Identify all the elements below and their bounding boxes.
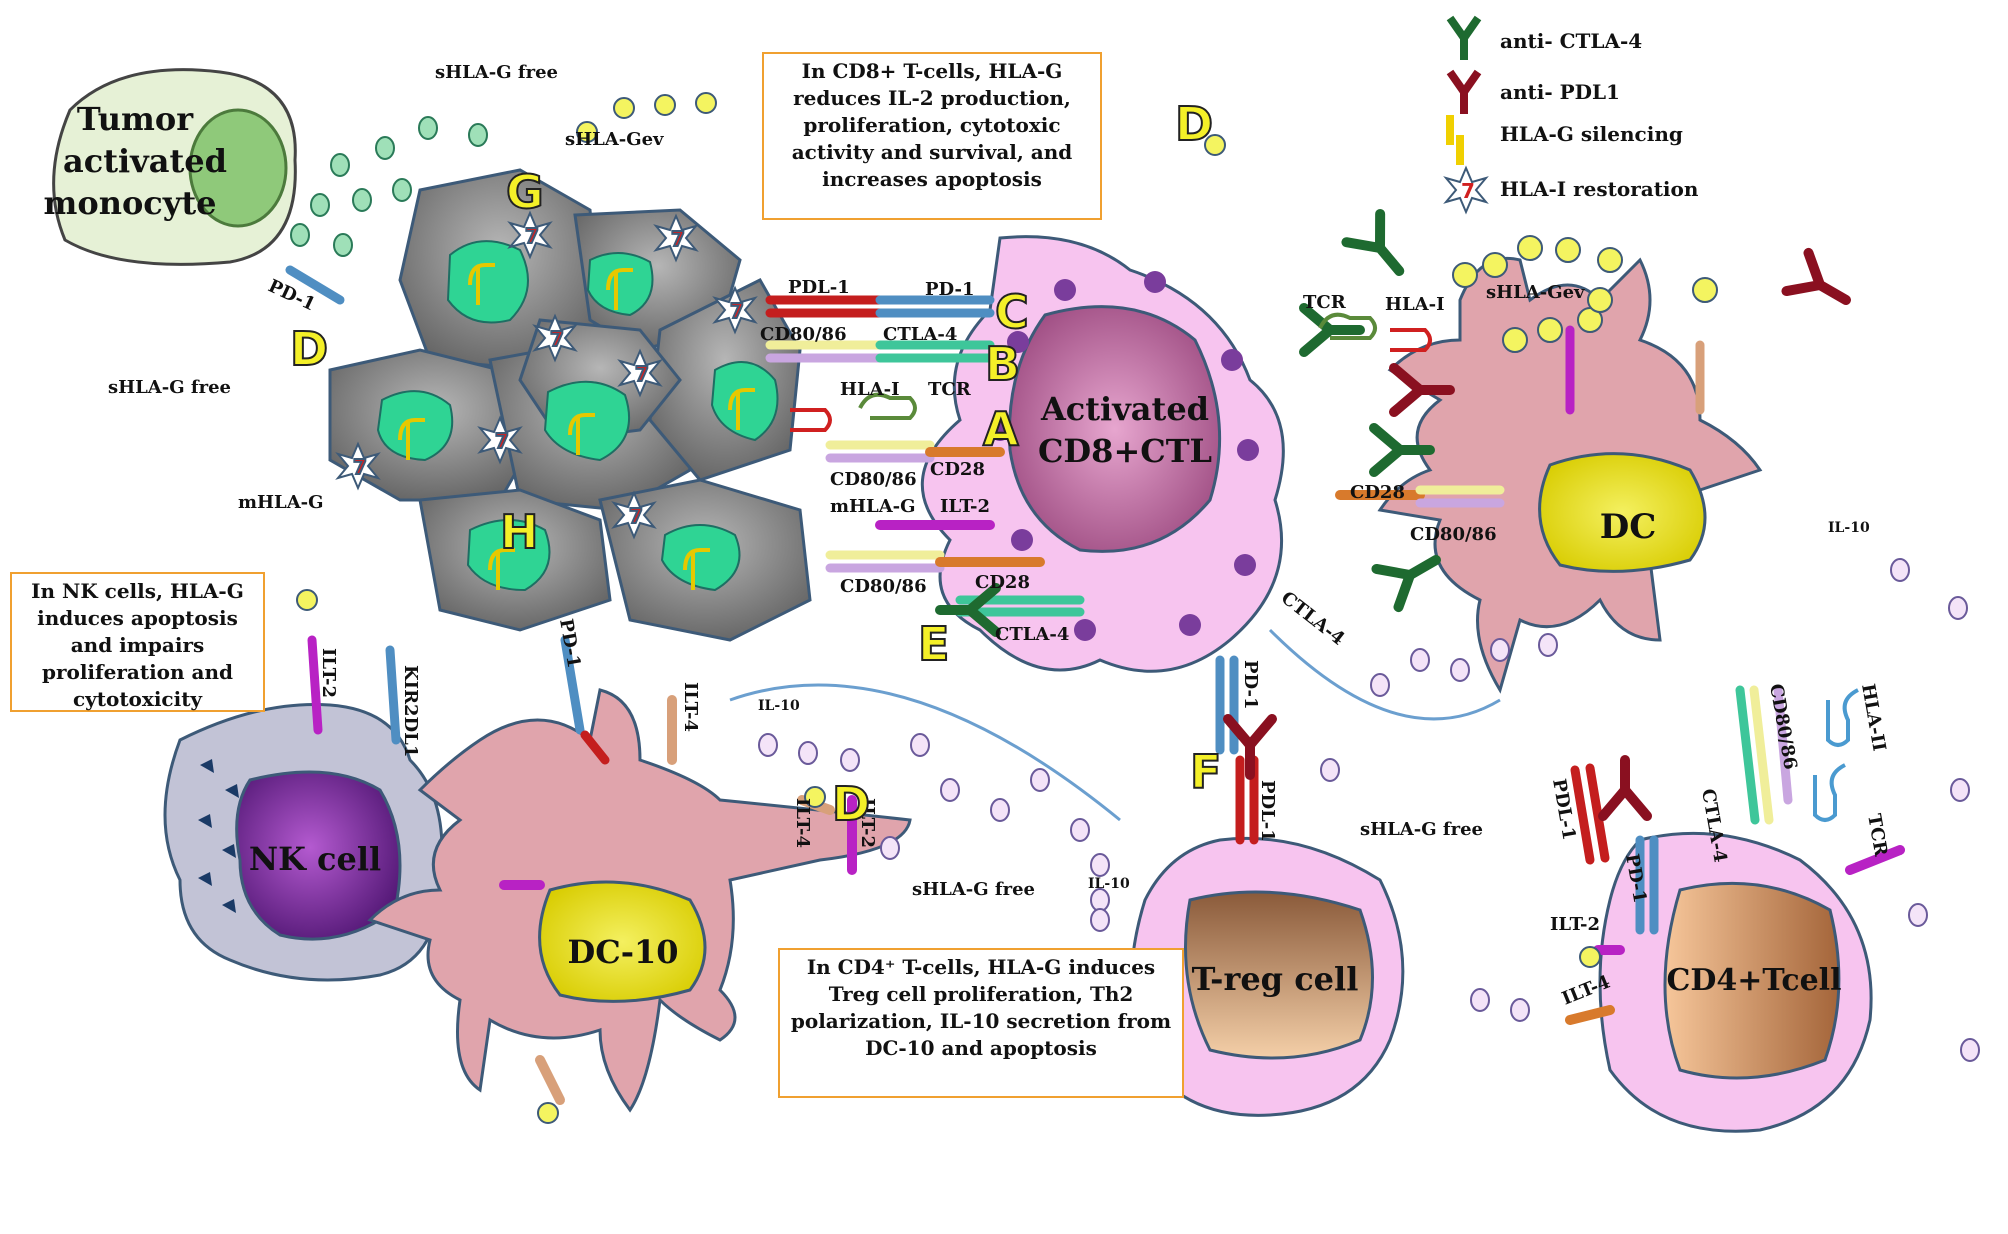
curved-arrows bbox=[729, 628, 1501, 822]
svg-text:7: 7 bbox=[635, 362, 649, 386]
letter-h: H bbox=[500, 505, 539, 559]
svg-text:7: 7 bbox=[629, 504, 643, 528]
svg-text:PD-1: PD-1 bbox=[925, 279, 974, 300]
svg-text:7: 7 bbox=[1461, 179, 1475, 203]
svg-text:ILT-4: ILT-4 bbox=[792, 798, 813, 848]
cd8-label-line2: CD8+CTL bbox=[1038, 432, 1212, 470]
legend: anti- CTLA-4 anti- PDL1 HLA-G silencing … bbox=[1443, 15, 1699, 215]
tcr-hla1-symbols bbox=[790, 312, 1859, 822]
svg-text:PDL-1: PDL-1 bbox=[788, 277, 850, 298]
monocyte-label-line1: Tumor bbox=[77, 100, 194, 138]
svg-text:TCR: TCR bbox=[1863, 812, 1891, 859]
treg-cell: T-reg cell bbox=[1129, 836, 1405, 1117]
svg-text:CD80/86: CD80/86 bbox=[830, 469, 917, 490]
svg-text:mHLA-G: mHLA-G bbox=[238, 492, 324, 513]
svg-text:7: 7 bbox=[550, 327, 564, 351]
tumor-activated-monocyte: Tumor activated monocyte bbox=[43, 68, 297, 266]
svg-text:ILT-2: ILT-2 bbox=[318, 648, 339, 698]
svg-text:CTLA-4: CTLA-4 bbox=[995, 624, 1069, 645]
svg-text:KIR2DL1: KIR2DL1 bbox=[400, 665, 421, 757]
cd8-label-line1: Activated bbox=[1040, 390, 1209, 428]
svg-text:7: 7 bbox=[730, 299, 744, 323]
letter-d-left: D bbox=[290, 322, 328, 376]
svg-text:TCR: TCR bbox=[1303, 292, 1347, 313]
svg-text:mHLA-G: mHLA-G bbox=[830, 496, 916, 517]
cd4-note-box: In CD4⁺ T-cells, HLA-G induces Treg cell… bbox=[778, 948, 1184, 1098]
svg-text:ILT-4: ILT-4 bbox=[680, 682, 701, 732]
svg-text:IL-10: IL-10 bbox=[1828, 520, 1870, 536]
letter-d-bottom: D bbox=[832, 777, 870, 831]
letter-e: E bbox=[918, 617, 949, 671]
dc10-cell: DC-10 bbox=[367, 688, 912, 1113]
il10-vesicles bbox=[758, 558, 1980, 1062]
svg-text:7: 7 bbox=[353, 455, 367, 479]
dc-label: DC bbox=[1600, 507, 1657, 547]
treg-label: T-reg cell bbox=[1192, 960, 1359, 998]
svg-text:sHLA-G free: sHLA-G free bbox=[108, 377, 231, 398]
tumor-nuclei bbox=[376, 240, 779, 592]
svg-text:ILT-2: ILT-2 bbox=[940, 496, 990, 517]
svg-text:CD28: CD28 bbox=[975, 572, 1030, 593]
cd4-label: CD4+Tcell bbox=[1667, 963, 1842, 998]
svg-text:CD80/86: CD80/86 bbox=[1765, 682, 1801, 771]
svg-text:HLA-I: HLA-I bbox=[1385, 294, 1445, 315]
svg-text:ILT-2: ILT-2 bbox=[857, 798, 878, 848]
svg-text:ILT-2: ILT-2 bbox=[1550, 914, 1600, 935]
svg-text:HLA-I: HLA-I bbox=[840, 379, 900, 400]
svg-text:PD-1: PD-1 bbox=[1240, 660, 1261, 709]
green-vesicles bbox=[290, 116, 488, 257]
letter-a: A bbox=[983, 402, 1019, 456]
monocyte-label-line3: monocyte bbox=[43, 184, 216, 222]
svg-text:sHLA-Gev: sHLA-Gev bbox=[1486, 282, 1585, 303]
cd4-tcell: CD4+Tcell bbox=[1598, 831, 1873, 1133]
svg-text:IL-10: IL-10 bbox=[1088, 876, 1130, 892]
svg-text:CD80/86: CD80/86 bbox=[840, 576, 927, 597]
nk-label: NK cell bbox=[249, 840, 381, 878]
svg-text:CD80/86: CD80/86 bbox=[1410, 524, 1497, 545]
letter-f: F bbox=[1190, 745, 1221, 799]
hla1-restoration-stars: 7 7 7 7 7 7 7 7 bbox=[335, 210, 758, 540]
monocyte-label-line2: activated bbox=[63, 142, 227, 180]
svg-text:sHLA-G free: sHLA-G free bbox=[912, 879, 1035, 900]
step-letters: G H D D D C B A E F bbox=[289, 96, 1222, 832]
legend-anti-pdl1: anti- PDL1 bbox=[1500, 80, 1620, 104]
hla1-restoration-icon: 7 bbox=[1443, 165, 1489, 215]
svg-text:7: 7 bbox=[525, 224, 539, 248]
dc10-label: DC-10 bbox=[567, 933, 678, 971]
svg-text:HLA-II: HLA-II bbox=[1857, 682, 1889, 753]
hlag-silencing-marks bbox=[398, 263, 755, 590]
svg-text:TCR: TCR bbox=[928, 379, 972, 400]
nk-cell: NK cell bbox=[163, 702, 444, 982]
letter-b: B bbox=[985, 337, 1020, 391]
svg-text:7: 7 bbox=[495, 429, 509, 453]
svg-text:PDL-1: PDL-1 bbox=[1257, 780, 1278, 842]
svg-text:sHLA-G free: sHLA-G free bbox=[1360, 819, 1483, 840]
legend-anti-ctla4: anti- CTLA-4 bbox=[1500, 29, 1642, 53]
svg-text:CD28: CD28 bbox=[1350, 482, 1405, 503]
legend-hla1-restoration: HLA-I restoration bbox=[1500, 177, 1699, 201]
dc-cell: DC bbox=[1377, 256, 1763, 694]
letter-c: C bbox=[995, 285, 1029, 339]
svg-text:sHLA-Gev: sHLA-Gev bbox=[565, 129, 664, 150]
svg-text:CD80/86: CD80/86 bbox=[760, 324, 847, 345]
svg-text:sHLA-G free: sHLA-G free bbox=[435, 62, 558, 83]
letter-g: G bbox=[506, 165, 544, 219]
svg-text:CD28: CD28 bbox=[930, 459, 985, 480]
cd8-note-box: In CD8+ T-cells, HLA-G reduces IL-2 prod… bbox=[762, 52, 1102, 220]
nk-note-box: In NK cells, HLA-G induces apoptosis and… bbox=[10, 572, 265, 712]
svg-text:CTLA-4: CTLA-4 bbox=[883, 324, 957, 345]
svg-text:CTLA-4: CTLA-4 bbox=[1277, 587, 1349, 649]
svg-text:PD-1: PD-1 bbox=[555, 617, 584, 669]
svg-text:IL-10: IL-10 bbox=[758, 698, 800, 714]
antibodies bbox=[935, 208, 1851, 821]
svg-text:7: 7 bbox=[671, 227, 685, 251]
legend-hlag-silencing: HLA-G silencing bbox=[1500, 122, 1683, 146]
hlag-ev-dots bbox=[296, 92, 1718, 1124]
letter-d-top: D bbox=[1175, 97, 1213, 151]
